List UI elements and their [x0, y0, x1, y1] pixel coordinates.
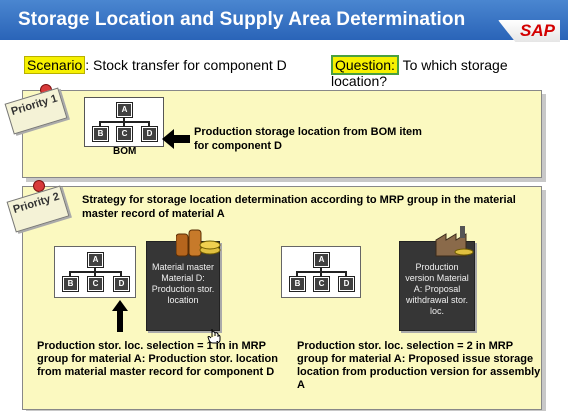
arrow-up-icon [112, 300, 128, 337]
scenario-text: : Stock transfer for component D [85, 57, 287, 73]
priority-2-right-description: Production stor. loc. selection = 2 in M… [297, 340, 541, 391]
question-label: Question: [331, 55, 399, 75]
sap-logo [498, 20, 560, 42]
priority-1-description: Production storage location from BOM ite… [194, 126, 422, 152]
title-bar [0, 0, 568, 40]
node-b: B [290, 277, 305, 291]
bom-diagram: A B C D [84, 97, 164, 147]
tree-line [94, 266, 96, 272]
scenario-label: Scenario [24, 56, 86, 74]
tree-line [296, 271, 298, 278]
tree-line [69, 271, 71, 278]
tree-line [123, 116, 125, 122]
hierarchy-diagram-right: A B C D [281, 246, 361, 298]
tree-line [320, 266, 322, 272]
bom-node-root: A [117, 103, 132, 117]
tree-line [123, 121, 125, 128]
tree-line [320, 271, 322, 278]
node-d: D [114, 277, 129, 291]
bom-caption: BOM [113, 146, 137, 157]
node-root: A [314, 253, 329, 267]
bom-node-d: D [142, 127, 157, 141]
priority-2-heading: Strategy for storage location determinat… [82, 194, 516, 220]
factory-icon [434, 226, 474, 263]
hand-cursor-icon [207, 328, 221, 349]
node-root: A [88, 253, 103, 267]
tree-line [94, 271, 96, 278]
priority-2-left-description: Production stor. loc. selection = 1 in i… [37, 340, 278, 378]
arrow-left-icon [162, 129, 192, 154]
page-title: Storage Location and Supply Area Determi… [18, 9, 466, 30]
node-c: C [314, 277, 329, 291]
node-b: B [63, 277, 78, 291]
material-master-text: Material master Material D: Production s… [151, 262, 215, 305]
tree-line [345, 271, 347, 278]
question-line: Question: To which storage location? [331, 55, 561, 89]
scenario-line: Scenario: Stock transfer for component D [24, 56, 287, 74]
bom-node-c: C [117, 127, 132, 141]
tree-line [120, 271, 122, 278]
tree-line [148, 121, 150, 128]
production-version-text: Production version Material A: Proposal … [405, 262, 469, 316]
storage-barrels-icon [175, 228, 222, 263]
question-text: To which storage location? [331, 57, 508, 89]
hierarchy-diagram-left: A B C D [54, 246, 136, 298]
sap-logo-text: SAP [520, 21, 555, 40]
node-d: D [339, 277, 354, 291]
bom-node-b: B [93, 127, 108, 141]
node-c: C [88, 277, 103, 291]
tree-line [99, 121, 101, 128]
